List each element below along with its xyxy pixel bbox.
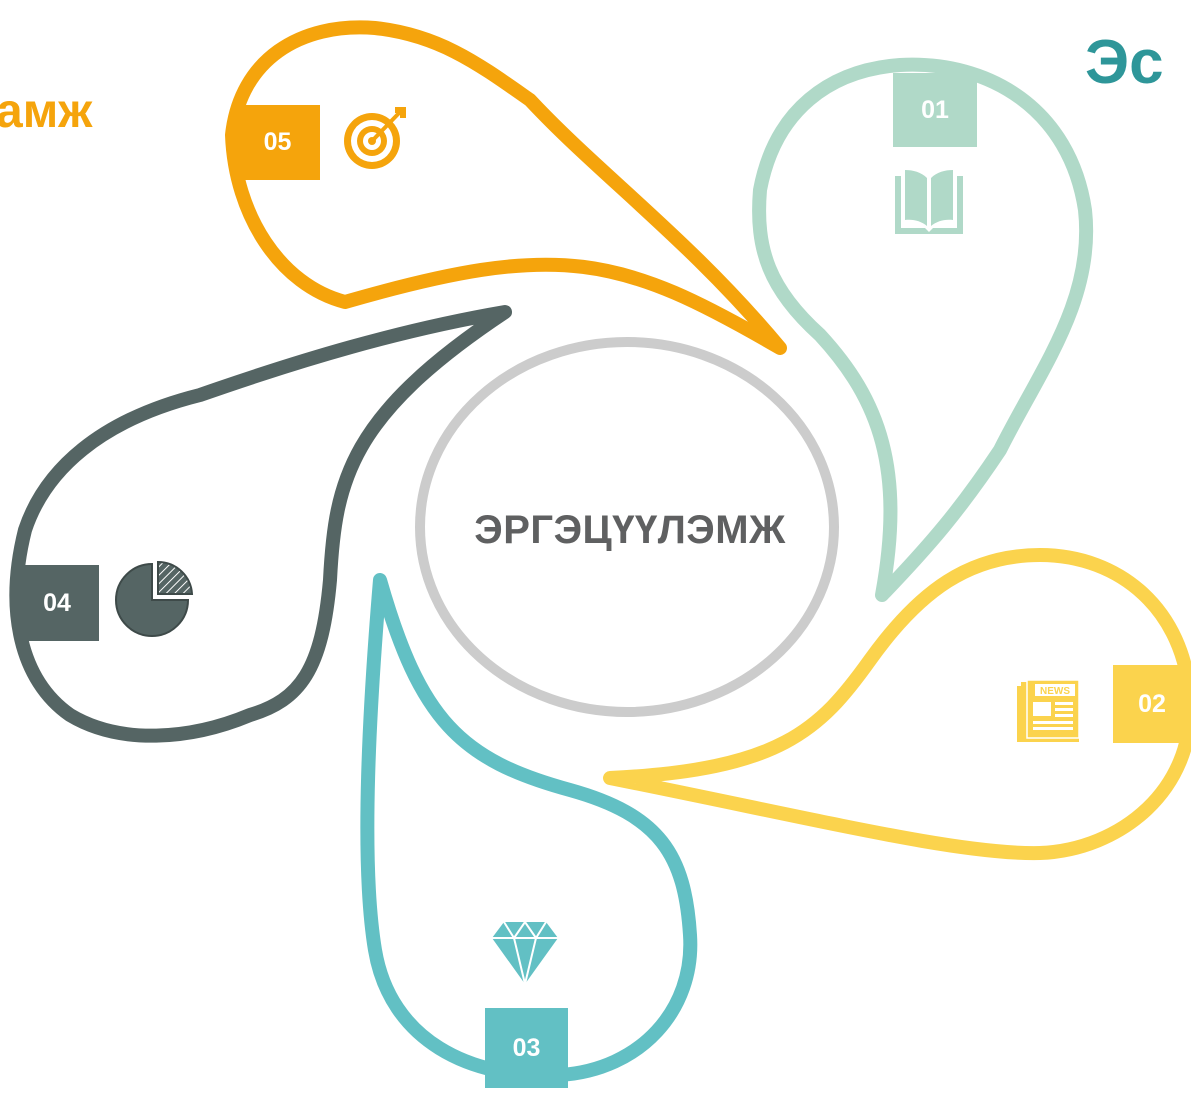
center-ring <box>415 337 839 717</box>
petal-03-outline <box>360 573 698 1083</box>
badge-01: 01 <box>893 73 977 147</box>
diamond-icon <box>492 920 558 985</box>
book-icon <box>895 170 963 234</box>
left-heading-fragment: амж <box>0 85 93 138</box>
petal-05-outline <box>225 20 787 355</box>
newspaper-icon: NEWS <box>1017 679 1080 742</box>
target-icon <box>344 107 406 169</box>
petal-04-outline <box>9 305 512 743</box>
badge-03: 03 <box>485 1008 568 1088</box>
badge-05: 05 <box>235 105 320 180</box>
petal-02-outline <box>603 548 1191 861</box>
badge-02: 02 <box>1113 665 1191 743</box>
right-heading-fragment: Эс <box>1085 28 1164 97</box>
center-label: ЭРГЭЦҮҮЛЭМЖ <box>474 508 786 552</box>
svg-text:NEWS: NEWS <box>1040 686 1070 697</box>
badge-04: 04 <box>15 565 99 641</box>
petal-01-outline <box>752 57 1094 602</box>
pie-chart-icon <box>115 560 194 637</box>
